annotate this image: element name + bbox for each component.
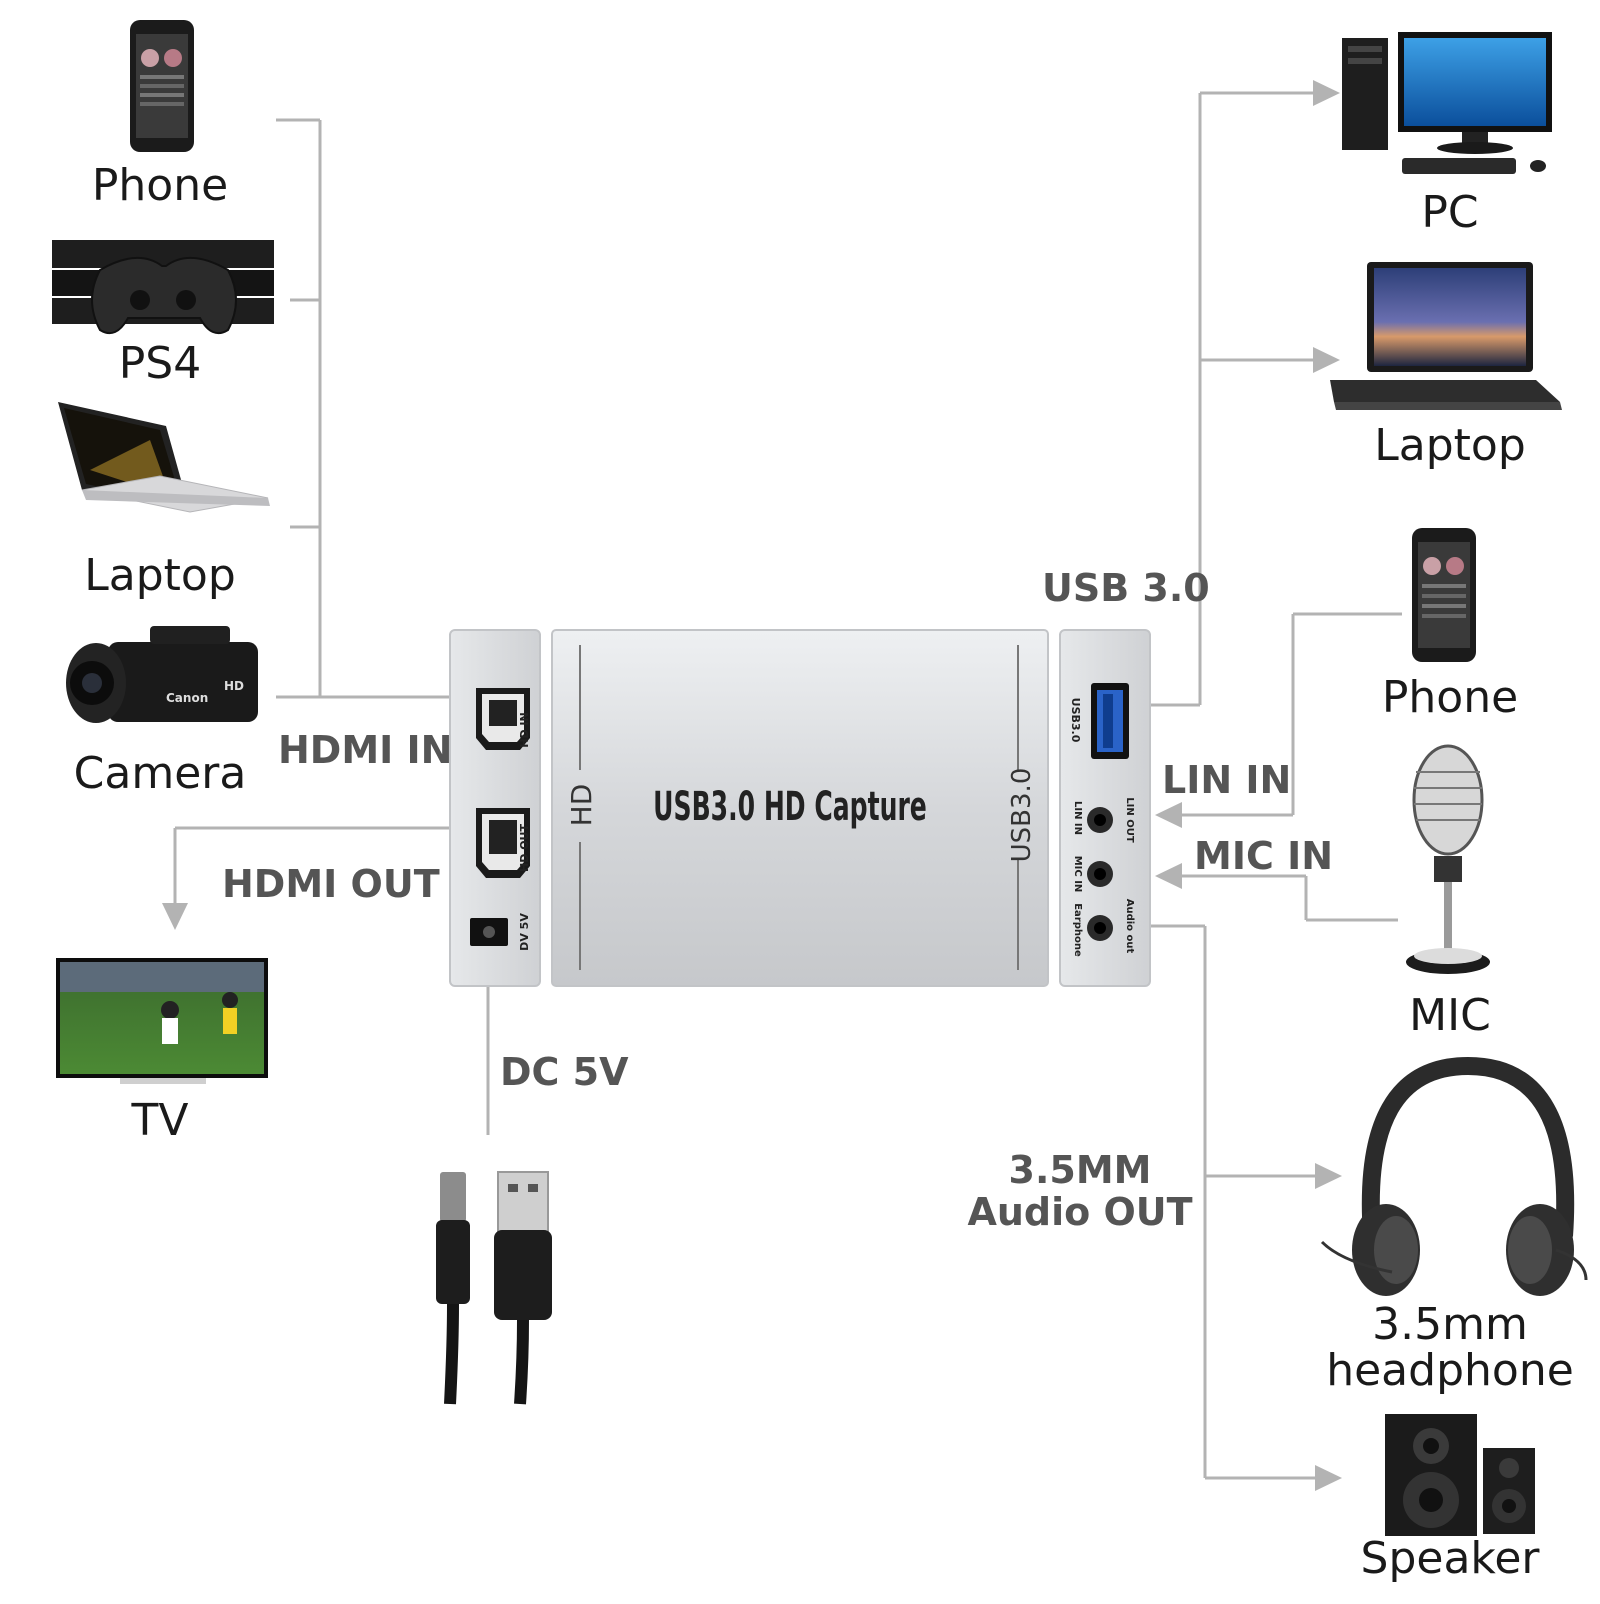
laptop-icon-left [58,402,270,513]
box-side-usb3: USB3.0 [1007,768,1037,863]
capture-device: USB3.0 HD Capture HD USB3.0 HD IN HD OUT… [449,629,1151,987]
label-dv-5v: DV 5V [518,913,531,951]
label-hdmi-out: HDMI OUT [222,862,440,906]
usb-plug-icon [494,1171,552,1405]
label-phone-right: Phone [1381,672,1519,723]
hdmi-in-port-icon [476,688,530,750]
label-audio-out-line2: Audio OUT [967,1189,1193,1234]
label-ps4: PS4 [118,338,202,389]
tv-icon [56,958,268,1084]
smartphone-icon [130,20,194,152]
label-speaker: Speaker [1360,1533,1540,1584]
laptop-icon-right [1330,262,1562,410]
label-tv: TV [131,1095,189,1146]
label-lin-in-port: LIN IN [1162,758,1292,802]
label-mic-in-port: MIC IN [1194,834,1334,878]
audio-jack-icons [1087,807,1113,941]
label-laptop-left: Laptop [84,550,236,601]
label-lin-in: LIN IN [1072,801,1083,835]
usb3-port-icon [1091,683,1129,759]
box-side-hd: HD [565,784,598,827]
smartphone-icon-right [1412,528,1476,662]
speaker-icon [1385,1414,1535,1536]
desktop-pc-icon [1342,32,1552,174]
label-audio-out: 3.5MM Audio OUT [967,1148,1193,1234]
label-phone-left: Phone [91,160,229,211]
headphones-icon [1320,1056,1588,1296]
label-lin-out: LIN OUT [1124,797,1135,843]
svg-text:HD: HD [224,679,244,693]
svg-text:Canon: Canon [166,691,208,705]
label-hdmi-in: HDMI IN [278,728,453,772]
capture-title: USB3.0 HD Capture [653,784,927,830]
label-hd-out: HD OUT [518,824,531,872]
label-headphone-line2: headphone [1326,1345,1574,1397]
label-earphone: Earphone [1072,903,1083,957]
connector-lines [173,91,1402,1480]
label-laptop-right: Laptop [1374,420,1526,471]
dc-plug-icon [436,1172,470,1405]
game-console-icon [52,240,274,334]
label-headphone-line1: 3.5mm [1372,1299,1528,1350]
label-audio-out: Audio out [1124,899,1135,954]
label-usb3: USB3.0 [1069,698,1082,743]
label-mic: MIC [1409,990,1491,1041]
dc-power-port-icon [470,918,508,946]
label-hd-in: HD IN [518,712,531,747]
label-usb-3: USB 3.0 [1042,566,1210,610]
label-pc: PC [1421,187,1479,238]
microphone-icon [1406,744,1490,974]
label-camera: Camera [73,748,247,799]
label-mic-in: MIC IN [1072,856,1083,893]
hdmi-out-port-icon [476,808,530,878]
camcorder-icon: Canon HD [66,626,258,723]
label-headphone: 3.5mm headphone [1326,1299,1574,1397]
label-dc-5v: DC 5V [500,1050,629,1094]
label-audio-out-line1: 3.5MM [1008,1148,1152,1192]
